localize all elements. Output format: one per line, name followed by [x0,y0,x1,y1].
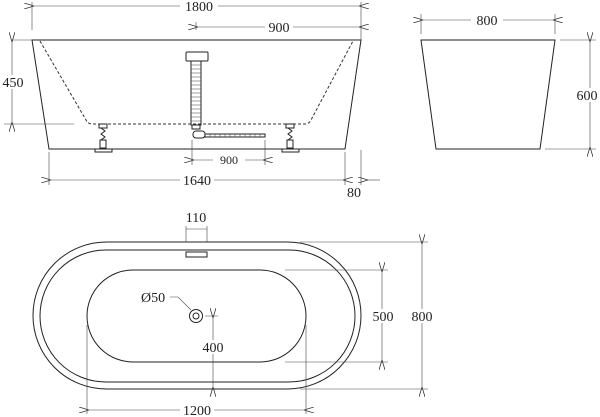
inner-rim [39,249,356,383]
tub-outline-end [420,39,556,150]
inner-basin-hidden-line [39,40,354,125]
tub-outline-side [31,39,362,150]
leg-left [94,123,113,153]
dim-1800: 1800 [185,0,213,15]
dim-600: 600 [577,89,598,104]
dim-400: 400 [203,341,224,356]
dim-1640: 1640 [183,174,211,189]
dim-drain-diameter: Ø50 [141,291,165,306]
outer-rim [32,241,362,390]
plan-view: Ø50 110 400 1200 500 800 [32,211,436,417]
dim-80: 80 [347,186,361,201]
overflow [185,251,208,258]
dim-500: 500 [373,310,394,325]
basin-outline [86,269,307,363]
end-view: 800 600 [421,13,600,149]
dim-450: 450 [3,76,24,91]
dim-900-top: 900 [269,21,290,36]
dim-900-legs: 900 [220,153,238,167]
dim-1200: 1200 [183,404,211,417]
faucet-column [185,51,266,139]
leg-right [281,123,300,153]
dim-110: 110 [186,211,206,226]
dim-800-end: 800 [477,14,498,29]
drain [189,309,203,323]
side-view: 1800 900 450 900 1640 80 [0,0,380,201]
dim-800-plan: 800 [412,310,433,325]
